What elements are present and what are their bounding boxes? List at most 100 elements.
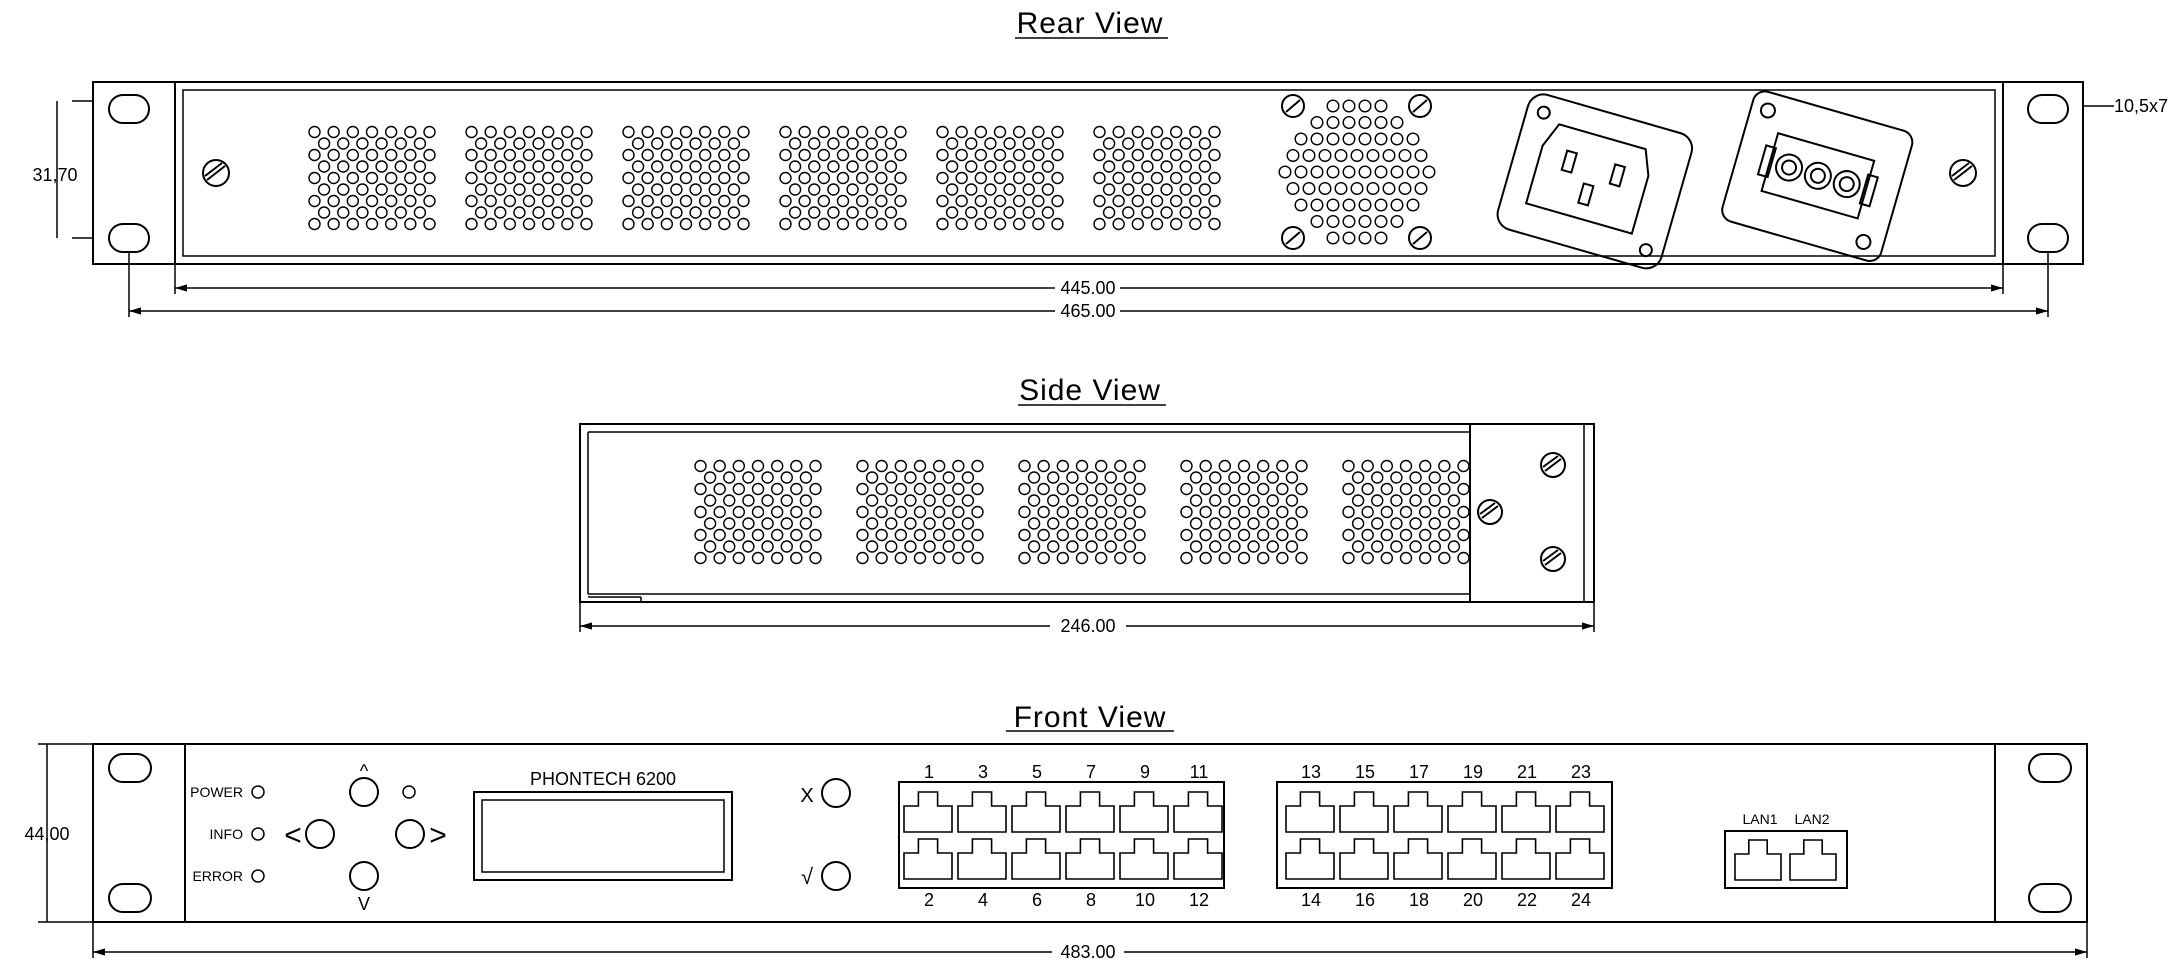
vent-hole: [865, 494, 879, 507]
rear-inner-width-label: 445.00: [1060, 278, 1115, 298]
vent-hole: [1032, 217, 1045, 231]
vent-hole: [561, 217, 574, 231]
vent-hole: [1051, 194, 1064, 208]
fan-hole: [1390, 115, 1404, 129]
vent-hole: [1342, 459, 1355, 473]
vent-hole: [1085, 540, 1098, 553]
up-button[interactable]: [349, 777, 379, 807]
vent-hole: [1438, 528, 1451, 542]
vent-hole: [1276, 459, 1289, 473]
vent-hole: [394, 137, 407, 150]
vent-hole: [952, 528, 965, 542]
vent-hole: [346, 217, 360, 231]
vent-hole: [1351, 471, 1365, 484]
fan-screw-tl: [1281, 94, 1305, 118]
vent-hole: [356, 160, 369, 173]
down-button[interactable]: [349, 861, 379, 891]
port-number: 22: [1517, 890, 1537, 910]
vent-hole: [522, 194, 536, 208]
vent-hole: [551, 183, 564, 196]
vent-hole: [1066, 471, 1079, 484]
vent-hole: [936, 194, 949, 208]
vent-hole: [742, 540, 755, 553]
vent-hole: [317, 160, 331, 173]
vent-hole: [1237, 482, 1251, 496]
fan-hole: [1350, 181, 1364, 195]
vent-hole: [1102, 137, 1116, 150]
vent-hole: [337, 183, 350, 196]
vent-hole: [1094, 482, 1108, 496]
vent-hole: [780, 540, 793, 553]
vent-hole: [1160, 160, 1173, 173]
vent-hole: [780, 494, 793, 507]
vent-hole: [798, 148, 811, 162]
vent-hole: [679, 217, 693, 231]
left-button[interactable]: [305, 819, 335, 849]
vent-hole: [779, 148, 792, 162]
vent-hole: [865, 160, 878, 173]
vent-hole: [1018, 505, 1031, 519]
vent-hole: [1199, 482, 1212, 496]
vent-hole-group: [465, 125, 593, 231]
vent-hole: [1457, 482, 1470, 496]
vent-hole: [836, 125, 850, 139]
vent-hole: [780, 471, 793, 484]
vent-hole: [1056, 459, 1070, 473]
vent-hole: [580, 171, 593, 185]
fan-hole: [1414, 148, 1428, 162]
vent-hole: [651, 160, 664, 173]
vent-hole: [1418, 505, 1432, 519]
vent-hole: [1122, 206, 1135, 219]
vent-hole: [561, 148, 574, 162]
vent-hole: [1150, 194, 1164, 208]
vent-hole: [1094, 459, 1108, 473]
rear-vent-grilles: [308, 125, 1221, 231]
vent-hole: [865, 471, 879, 484]
vent-hole: [779, 171, 792, 185]
fan-hole: [1342, 99, 1356, 113]
vent-hole: [790, 482, 803, 496]
rj45-port: [1393, 791, 1443, 833]
vent-hole: [423, 171, 436, 185]
port-number: 15: [1355, 762, 1375, 782]
port-block-1-12: [898, 781, 1225, 889]
vent-hole: [1093, 171, 1106, 185]
cancel-button[interactable]: [821, 778, 851, 808]
vent-hole: [413, 137, 427, 150]
vent-hole: [474, 206, 488, 219]
vent-hole: [1123, 494, 1137, 507]
vent-hole: [580, 148, 593, 162]
vent-hole: [894, 148, 907, 162]
vent-hole: [884, 160, 898, 173]
right-button[interactable]: [395, 819, 425, 849]
fan-hole: [1390, 132, 1404, 146]
fan-hole: [1406, 198, 1420, 212]
vent-hole: [1361, 551, 1374, 565]
vent-hole: [1199, 505, 1212, 519]
vent-hole: [1409, 494, 1422, 507]
vent-hole: [875, 171, 888, 185]
front-left-top-mount-hole: [108, 753, 152, 783]
fan-hole: [1318, 148, 1332, 162]
fan-screw-br: [1408, 226, 1432, 250]
rj45-port: [1501, 838, 1551, 880]
vent-hole: [955, 125, 968, 139]
vent-hole: [384, 148, 398, 162]
vent-hole: [375, 137, 388, 150]
ok-button[interactable]: [821, 861, 851, 891]
vent-hole: [1114, 505, 1127, 519]
vent-hole: [465, 217, 478, 231]
vent-hole: [694, 482, 707, 496]
vent-hole: [660, 194, 674, 208]
vent-hole: [1438, 482, 1451, 496]
vent-hole: [1418, 459, 1432, 473]
vent-hole: [913, 551, 927, 565]
vent-hole-group: [779, 125, 907, 231]
vent-hole: [808, 137, 821, 150]
vent-hole: [698, 171, 712, 185]
rear-height-label: 31,70: [32, 165, 77, 185]
vent-hole: [1133, 505, 1146, 519]
vent-hole: [865, 540, 879, 553]
rear-right-top-mount-hole: [2027, 94, 2069, 124]
vent-hole: [660, 171, 674, 185]
